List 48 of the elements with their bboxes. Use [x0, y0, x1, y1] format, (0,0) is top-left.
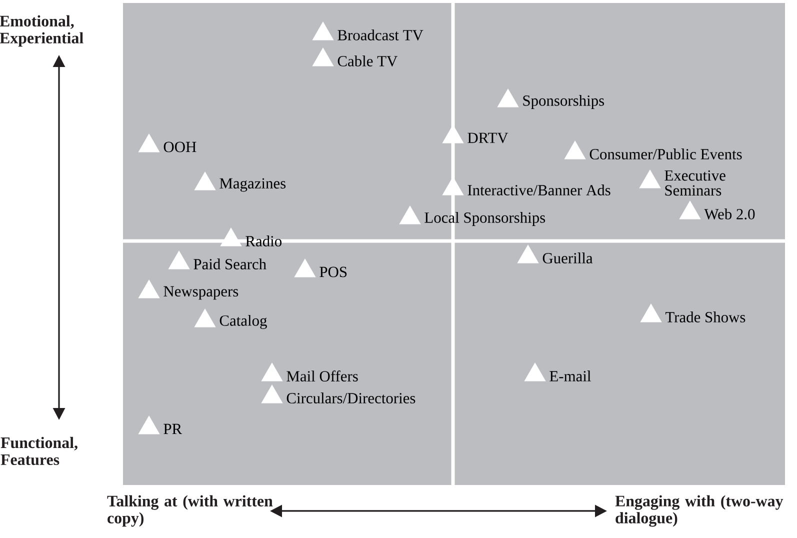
marker-label: Consumer/Public Events [590, 148, 742, 160]
triangle-marker [564, 140, 586, 160]
marker-label: Web 2.0 [704, 208, 755, 220]
marker-label: Trade Shows [665, 312, 746, 322]
marker-label: Newspapers [164, 286, 238, 300]
marker-label: Broadcast TV [338, 30, 424, 40]
triangle-marker [194, 308, 216, 328]
marker-label: Interactive/Banner Ads [468, 184, 610, 196]
triangle-marker [640, 303, 662, 322]
axis-label: Talking at (with written copy) [107, 495, 273, 527]
marker-label: Circulars/Directories [286, 392, 416, 404]
marker-label: Catalog [220, 314, 267, 329]
triangle-marker [138, 415, 160, 434]
triangle-marker [261, 362, 283, 382]
marker-label: PR [164, 424, 182, 434]
marker-label: Cable TV [338, 56, 398, 66]
triangle-marker [312, 22, 334, 40]
triangle-marker [497, 88, 519, 108]
marker-label: Guerilla [542, 252, 593, 264]
triangle-marker [399, 205, 421, 224]
marker-label: OOH [164, 142, 196, 152]
marker-label: Paid Search [194, 258, 266, 270]
triangle-marker [312, 48, 334, 66]
triangle-marker [194, 171, 216, 190]
triangle-marker [517, 244, 539, 264]
triangle-marker [294, 258, 316, 278]
marker-label: Magazines [220, 178, 286, 192]
triangle-marker [442, 176, 464, 196]
triangle-marker [679, 200, 701, 220]
triangle-marker [168, 250, 190, 270]
marker-label: Executive Seminars [664, 170, 726, 196]
triangle-marker [639, 169, 661, 188]
triangle-marker [138, 279, 160, 298]
triangle-marker [442, 124, 464, 144]
triangle-marker [220, 227, 242, 246]
triangle-marker [261, 384, 283, 404]
axis-label: Engaging with (two-way dialogue) [615, 495, 784, 527]
triangle-marker [138, 133, 160, 152]
axis-label: Emotional, Experiential [0, 15, 84, 47]
marker-label: DRTV [468, 132, 508, 144]
marker-label: Local Sponsorships [424, 212, 546, 226]
marker-label: E-mail [550, 370, 591, 382]
axis-label: Functional, Features [0, 436, 78, 466]
marker-label: POS [320, 266, 347, 278]
marker-label: Mail Offers [286, 370, 358, 382]
triangle-marker [524, 362, 546, 382]
marker-label: Radio [246, 236, 282, 246]
marker-label: Sponsorships [523, 94, 604, 109]
